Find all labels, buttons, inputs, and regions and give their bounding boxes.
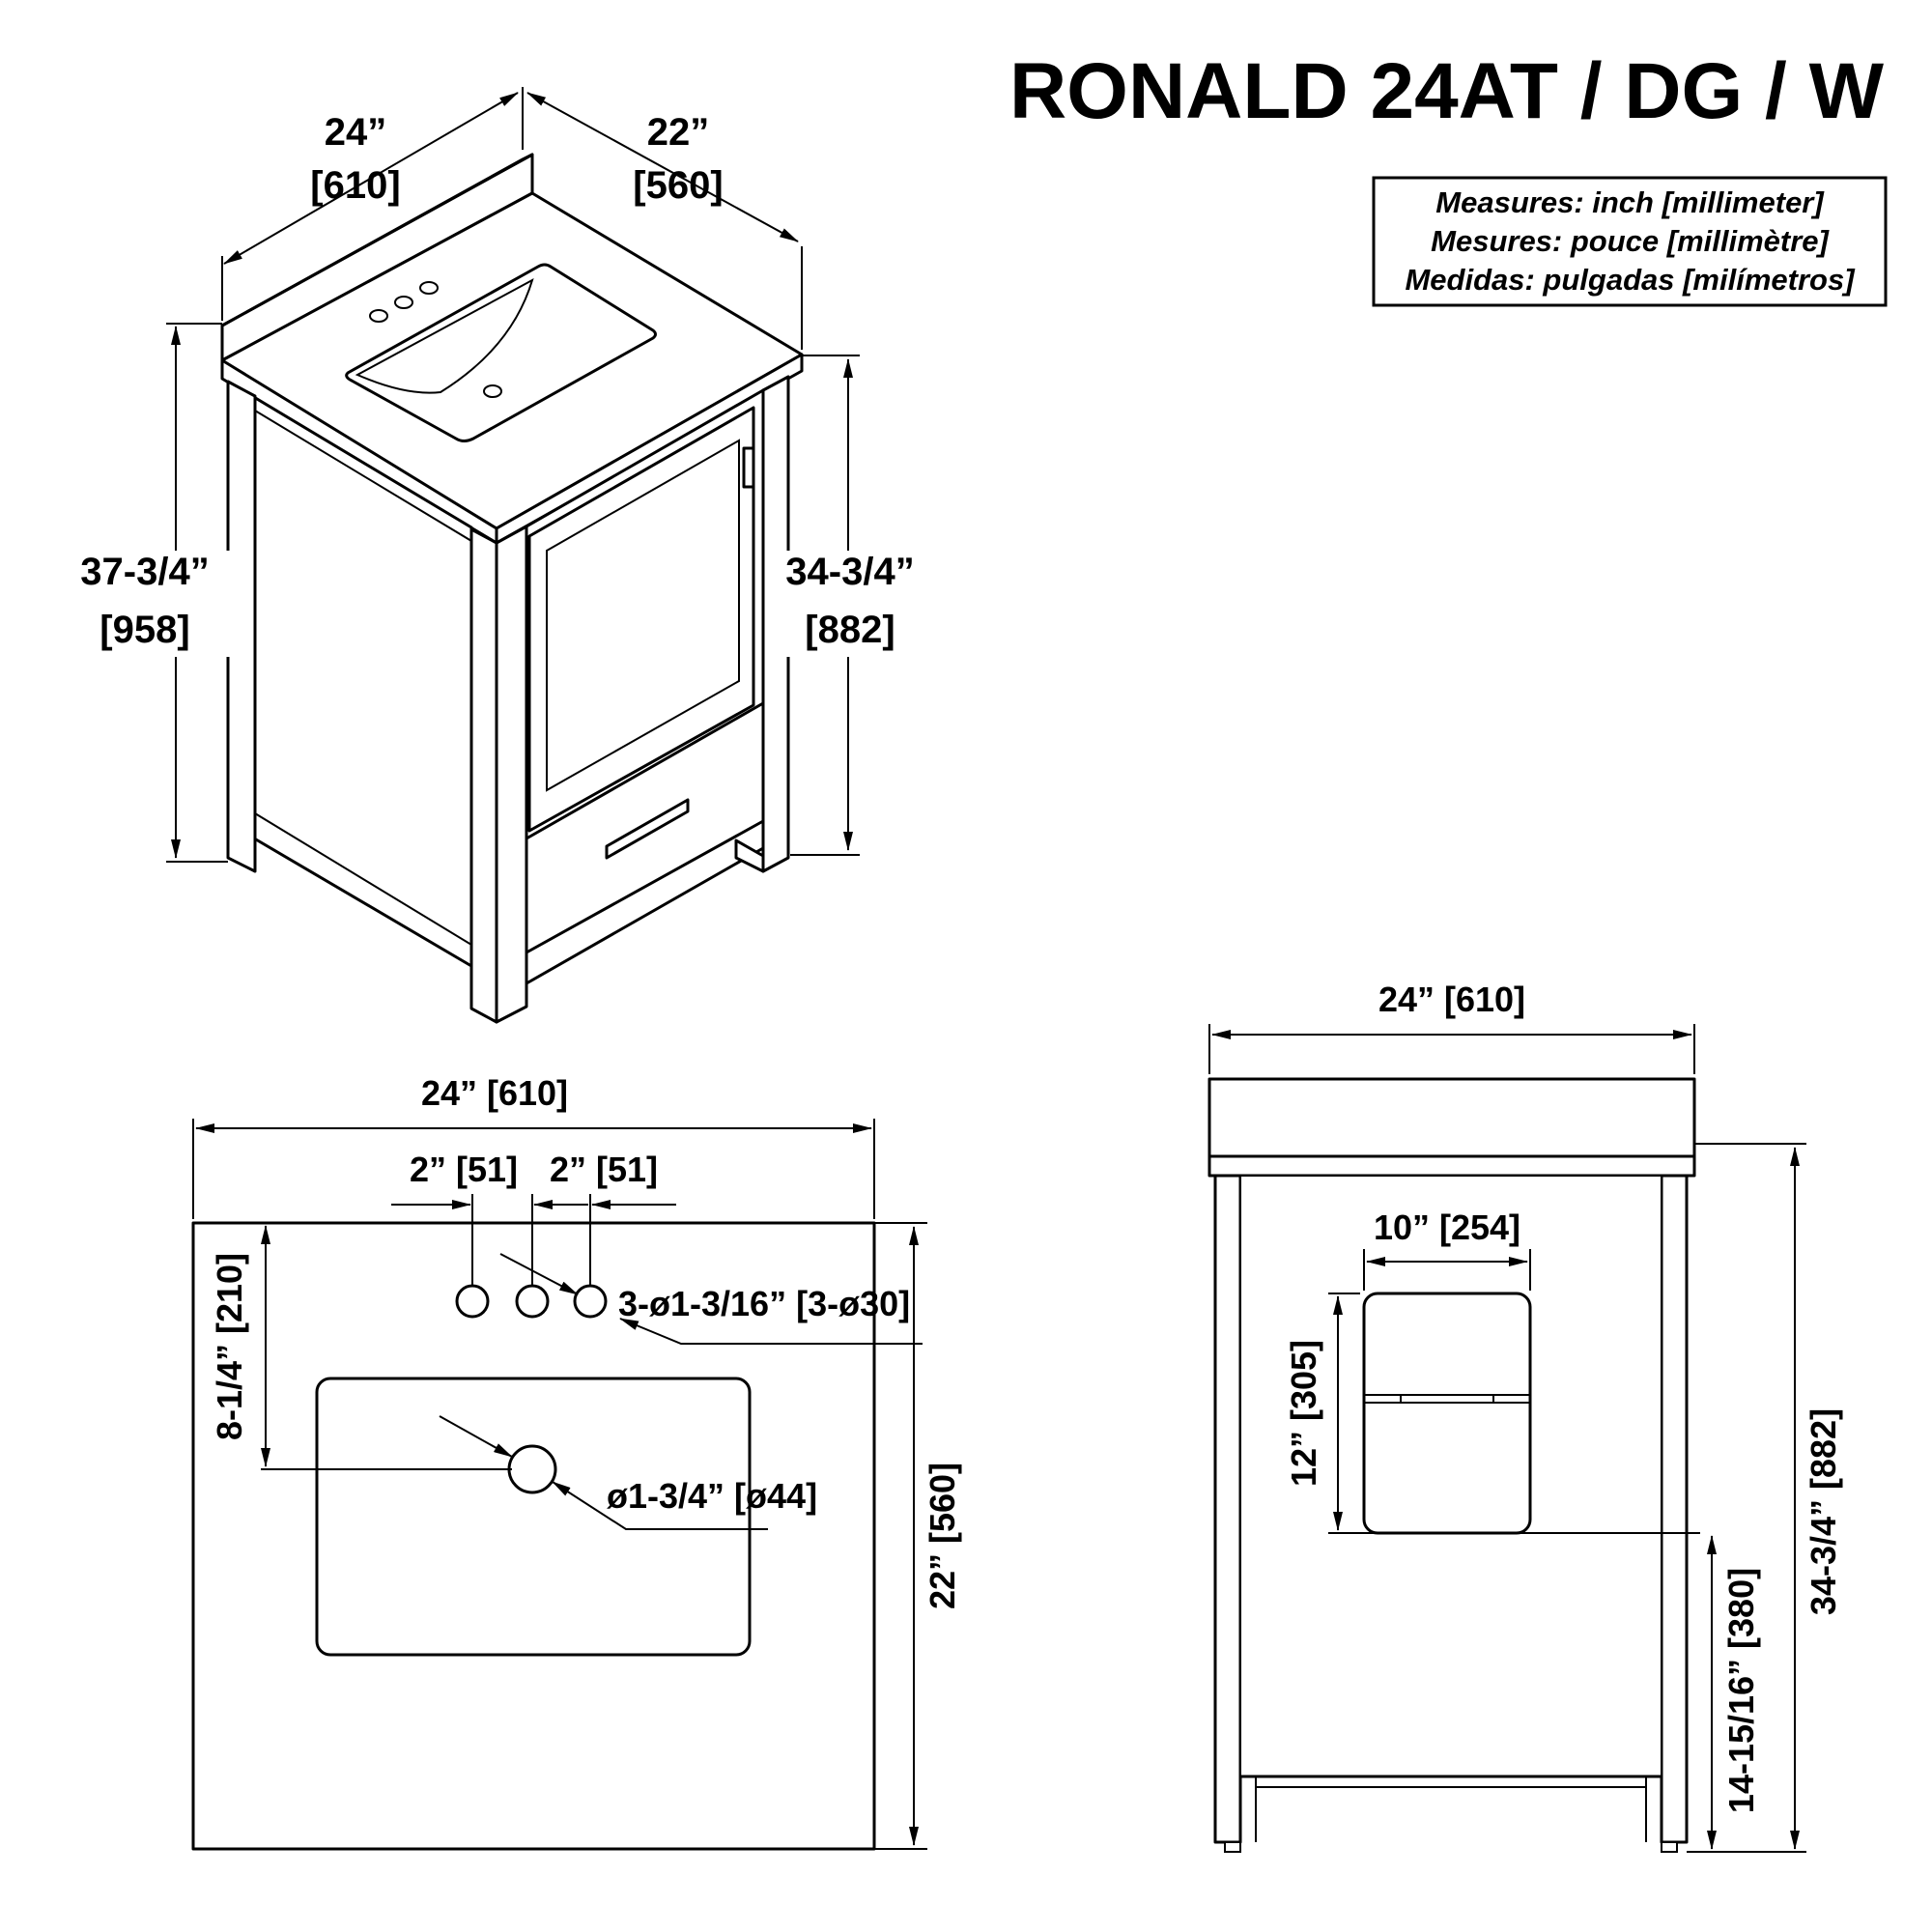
faucet-holes-label: 3-ø1-3/16” [3-ø30] [618, 1284, 910, 1323]
units-note-line3: Medidas: pulgadas [milímetros] [1405, 263, 1856, 297]
sink-outer [345, 263, 657, 442]
drain-offset-label: 8-1/4” [210] [210, 1253, 249, 1440]
iso-depth-in: 22” [647, 111, 710, 154]
cutout-width-label: 10” [254] [1374, 1208, 1520, 1247]
sink-outline-top [315, 1377, 752, 1657]
hole-spacing-right-label: 2” [51] [550, 1150, 658, 1189]
back-left-foot [1224, 1841, 1241, 1853]
top-view: 24” [610] 2” [51] 2” [51] 3-ø1-3/16” [3-… [191, 1073, 962, 1851]
back-right-foot [1661, 1841, 1678, 1853]
back-cab-height-label: 34-3/4” [882] [1804, 1408, 1843, 1615]
cutout-floor-height-label: 14-15/16” [380] [1721, 1568, 1761, 1813]
top-width-label: 24” [610] [421, 1073, 568, 1113]
top-depth-label: 22” [560] [923, 1463, 962, 1609]
units-note-line1: Measures: inch [millimeter] [1435, 185, 1825, 219]
product-title: RONALD 24AT / DG / W [1009, 47, 1885, 135]
drain-hole-label: ø1-3/4” [ø44] [607, 1476, 817, 1516]
iso-total-height-in: 37-3/4” [80, 551, 209, 593]
faucet-hole-right [573, 1284, 608, 1319]
iso-depth-mm: [560] [633, 164, 723, 207]
iso-total-height-mm: [958] [99, 609, 189, 651]
back-countertop [1208, 1077, 1696, 1158]
iso-cab-height-mm: [882] [805, 609, 895, 651]
back-countertop-edge [1208, 1154, 1696, 1178]
units-note-line2: Mesures: pouce [millimètre] [1431, 224, 1830, 258]
drain-hole-iso [483, 384, 502, 398]
back-view: 24” [610] 10” [254] 12” [305] 14-15/16” … [1208, 980, 1843, 1853]
units-note-box: Measures: inch [millimeter] Mesures: pou… [1372, 176, 1888, 307]
faucet-hole-2-iso [394, 296, 413, 309]
cutout-height-label: 12” [305] [1284, 1340, 1323, 1487]
drawer-handle [605, 798, 690, 860]
faucet-hole-left [455, 1284, 490, 1319]
isometric-view: 24” [610] 22” [560] 37-3/4” [958] 34-3/4… [80, 87, 923, 1024]
back-right-leg [1660, 1174, 1689, 1844]
cabinet-door [527, 406, 755, 833]
back-left-leg [1213, 1174, 1242, 1844]
leader-drain-out [552, 1481, 768, 1530]
iso-width-mm: [610] [310, 164, 400, 207]
faucet-hole-center [515, 1284, 550, 1319]
plumbing-cutout [1362, 1292, 1532, 1535]
rear-right-foot [734, 838, 765, 873]
leader-faucet-holes-in [499, 1253, 579, 1295]
faucet-hole-1-iso [369, 309, 388, 323]
cab-height-label-bg [778, 551, 923, 657]
dim-line-iso-width [223, 92, 519, 265]
front-left-leg-front [495, 525, 528, 1024]
leader-drain-in [439, 1415, 513, 1458]
iso-width-in: 24” [325, 111, 387, 154]
iso-cab-height-in: 34-3/4” [785, 551, 914, 593]
door-panel-inset [546, 439, 740, 792]
front-left-leg-side [469, 527, 498, 1024]
hole-spacing-left-label: 2” [51] [410, 1150, 518, 1189]
total-height-label-bg [97, 551, 232, 657]
leader-faucet-holes-out [619, 1318, 923, 1345]
countertop-front-edge [495, 353, 804, 545]
rear-left-leg [226, 380, 257, 873]
back-width-label: 24” [610] [1378, 980, 1525, 1019]
sink-inner [355, 277, 534, 394]
drain-hole-top [507, 1444, 557, 1494]
faucet-hole-3-iso [419, 281, 439, 295]
door-handle [742, 446, 755, 489]
dim-line-iso-depth [526, 92, 799, 242]
